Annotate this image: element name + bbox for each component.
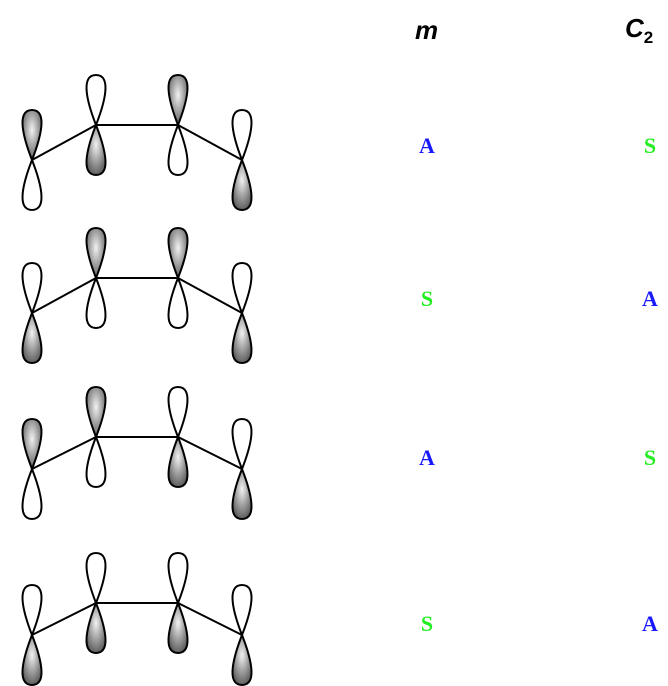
- p-orbital-lobe: [167, 73, 189, 128]
- carbon-chain-bond: [31, 277, 243, 314]
- p-orbital-lobe: [167, 122, 189, 177]
- p-orbital-lobe: [85, 73, 107, 128]
- p-orbital-lobe: [21, 157, 43, 212]
- mirror-symmetry-label: S: [421, 611, 433, 636]
- p-orbital-lobe: [231, 108, 253, 163]
- p-orbital-lobe: [167, 226, 189, 281]
- p-orbital-lobe: [21, 108, 43, 163]
- c2-symmetry-label: S: [644, 133, 656, 158]
- p-orbital-lobe: [85, 122, 107, 177]
- p-orbital-lobe: [167, 434, 189, 489]
- mirror-symmetry-label: A: [419, 133, 435, 158]
- p-orbital-lobe: [231, 417, 253, 472]
- c2-symmetry-label: S: [644, 445, 656, 470]
- p-orbital-lobe: [21, 632, 43, 686]
- p-orbital-lobe: [21, 417, 43, 472]
- p-orbital-lobe: [85, 226, 107, 281]
- p-orbital-lobe: [85, 275, 107, 330]
- c2-axis-header: C2: [625, 13, 654, 47]
- p-orbital-lobe: [231, 310, 253, 365]
- p-orbital-lobe: [21, 466, 43, 521]
- carbon-chain-bond: [31, 124, 243, 161]
- p-orbital-lobe: [85, 385, 107, 440]
- mirror-symmetry-label: S: [421, 286, 433, 311]
- carbon-chain-bond: [31, 436, 243, 470]
- p-orbital-lobe: [231, 466, 253, 521]
- carbon-chain-bond: [31, 602, 243, 636]
- p-orbital-lobe: [231, 261, 253, 316]
- p-orbital-lobe: [21, 261, 43, 316]
- p-orbital-lobe: [85, 600, 107, 655]
- p-orbital-lobe: [231, 157, 253, 212]
- c2-symmetry-label: A: [642, 286, 658, 311]
- c2-symmetry-label: A: [642, 611, 658, 636]
- p-orbital-lobe: [21, 583, 43, 638]
- p-orbital-lobe: [85, 551, 107, 606]
- p-orbital-lobe: [167, 600, 189, 655]
- p-orbital-lobe: [167, 275, 189, 330]
- p-orbital-lobe: [231, 583, 253, 638]
- p-orbital-lobe: [21, 310, 43, 365]
- mirror-plane-header: m: [415, 15, 439, 45]
- p-orbital-lobe: [231, 632, 253, 686]
- p-orbital-lobe: [167, 385, 189, 440]
- p-orbital-lobe: [85, 434, 107, 489]
- mirror-symmetry-label: A: [419, 445, 435, 470]
- p-orbital-lobe: [167, 551, 189, 606]
